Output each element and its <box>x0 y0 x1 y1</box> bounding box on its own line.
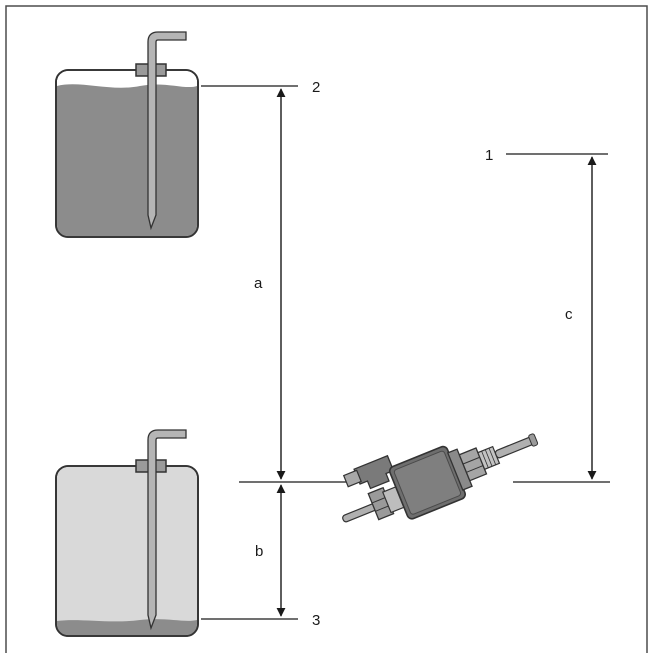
metering-pump <box>342 433 539 523</box>
lower-tank-liquid <box>57 619 197 635</box>
label-point-3: 3 <box>312 612 320 629</box>
figure-frame <box>5 5 648 653</box>
upper-tank-outline <box>55 69 199 238</box>
upper-tank-liquid <box>57 84 197 237</box>
label-dimension-b: b <box>255 543 263 560</box>
lower-tank-outline <box>55 465 199 637</box>
upper-tank-suction-pipe <box>147 31 187 231</box>
lower-tank <box>55 429 199 637</box>
lower-tank-body <box>55 465 199 637</box>
label-dimension-c: c <box>565 306 573 323</box>
label-point-1: 1 <box>485 147 493 164</box>
pump-inlet-tube <box>494 436 535 459</box>
pump-connector <box>353 454 395 490</box>
pump-connector-latch <box>342 469 362 488</box>
upper-tank <box>55 31 199 238</box>
label-dimension-a: a <box>254 275 263 292</box>
lower-tank-suction-pipe <box>147 429 187 631</box>
label-point-2: 2 <box>312 79 320 96</box>
